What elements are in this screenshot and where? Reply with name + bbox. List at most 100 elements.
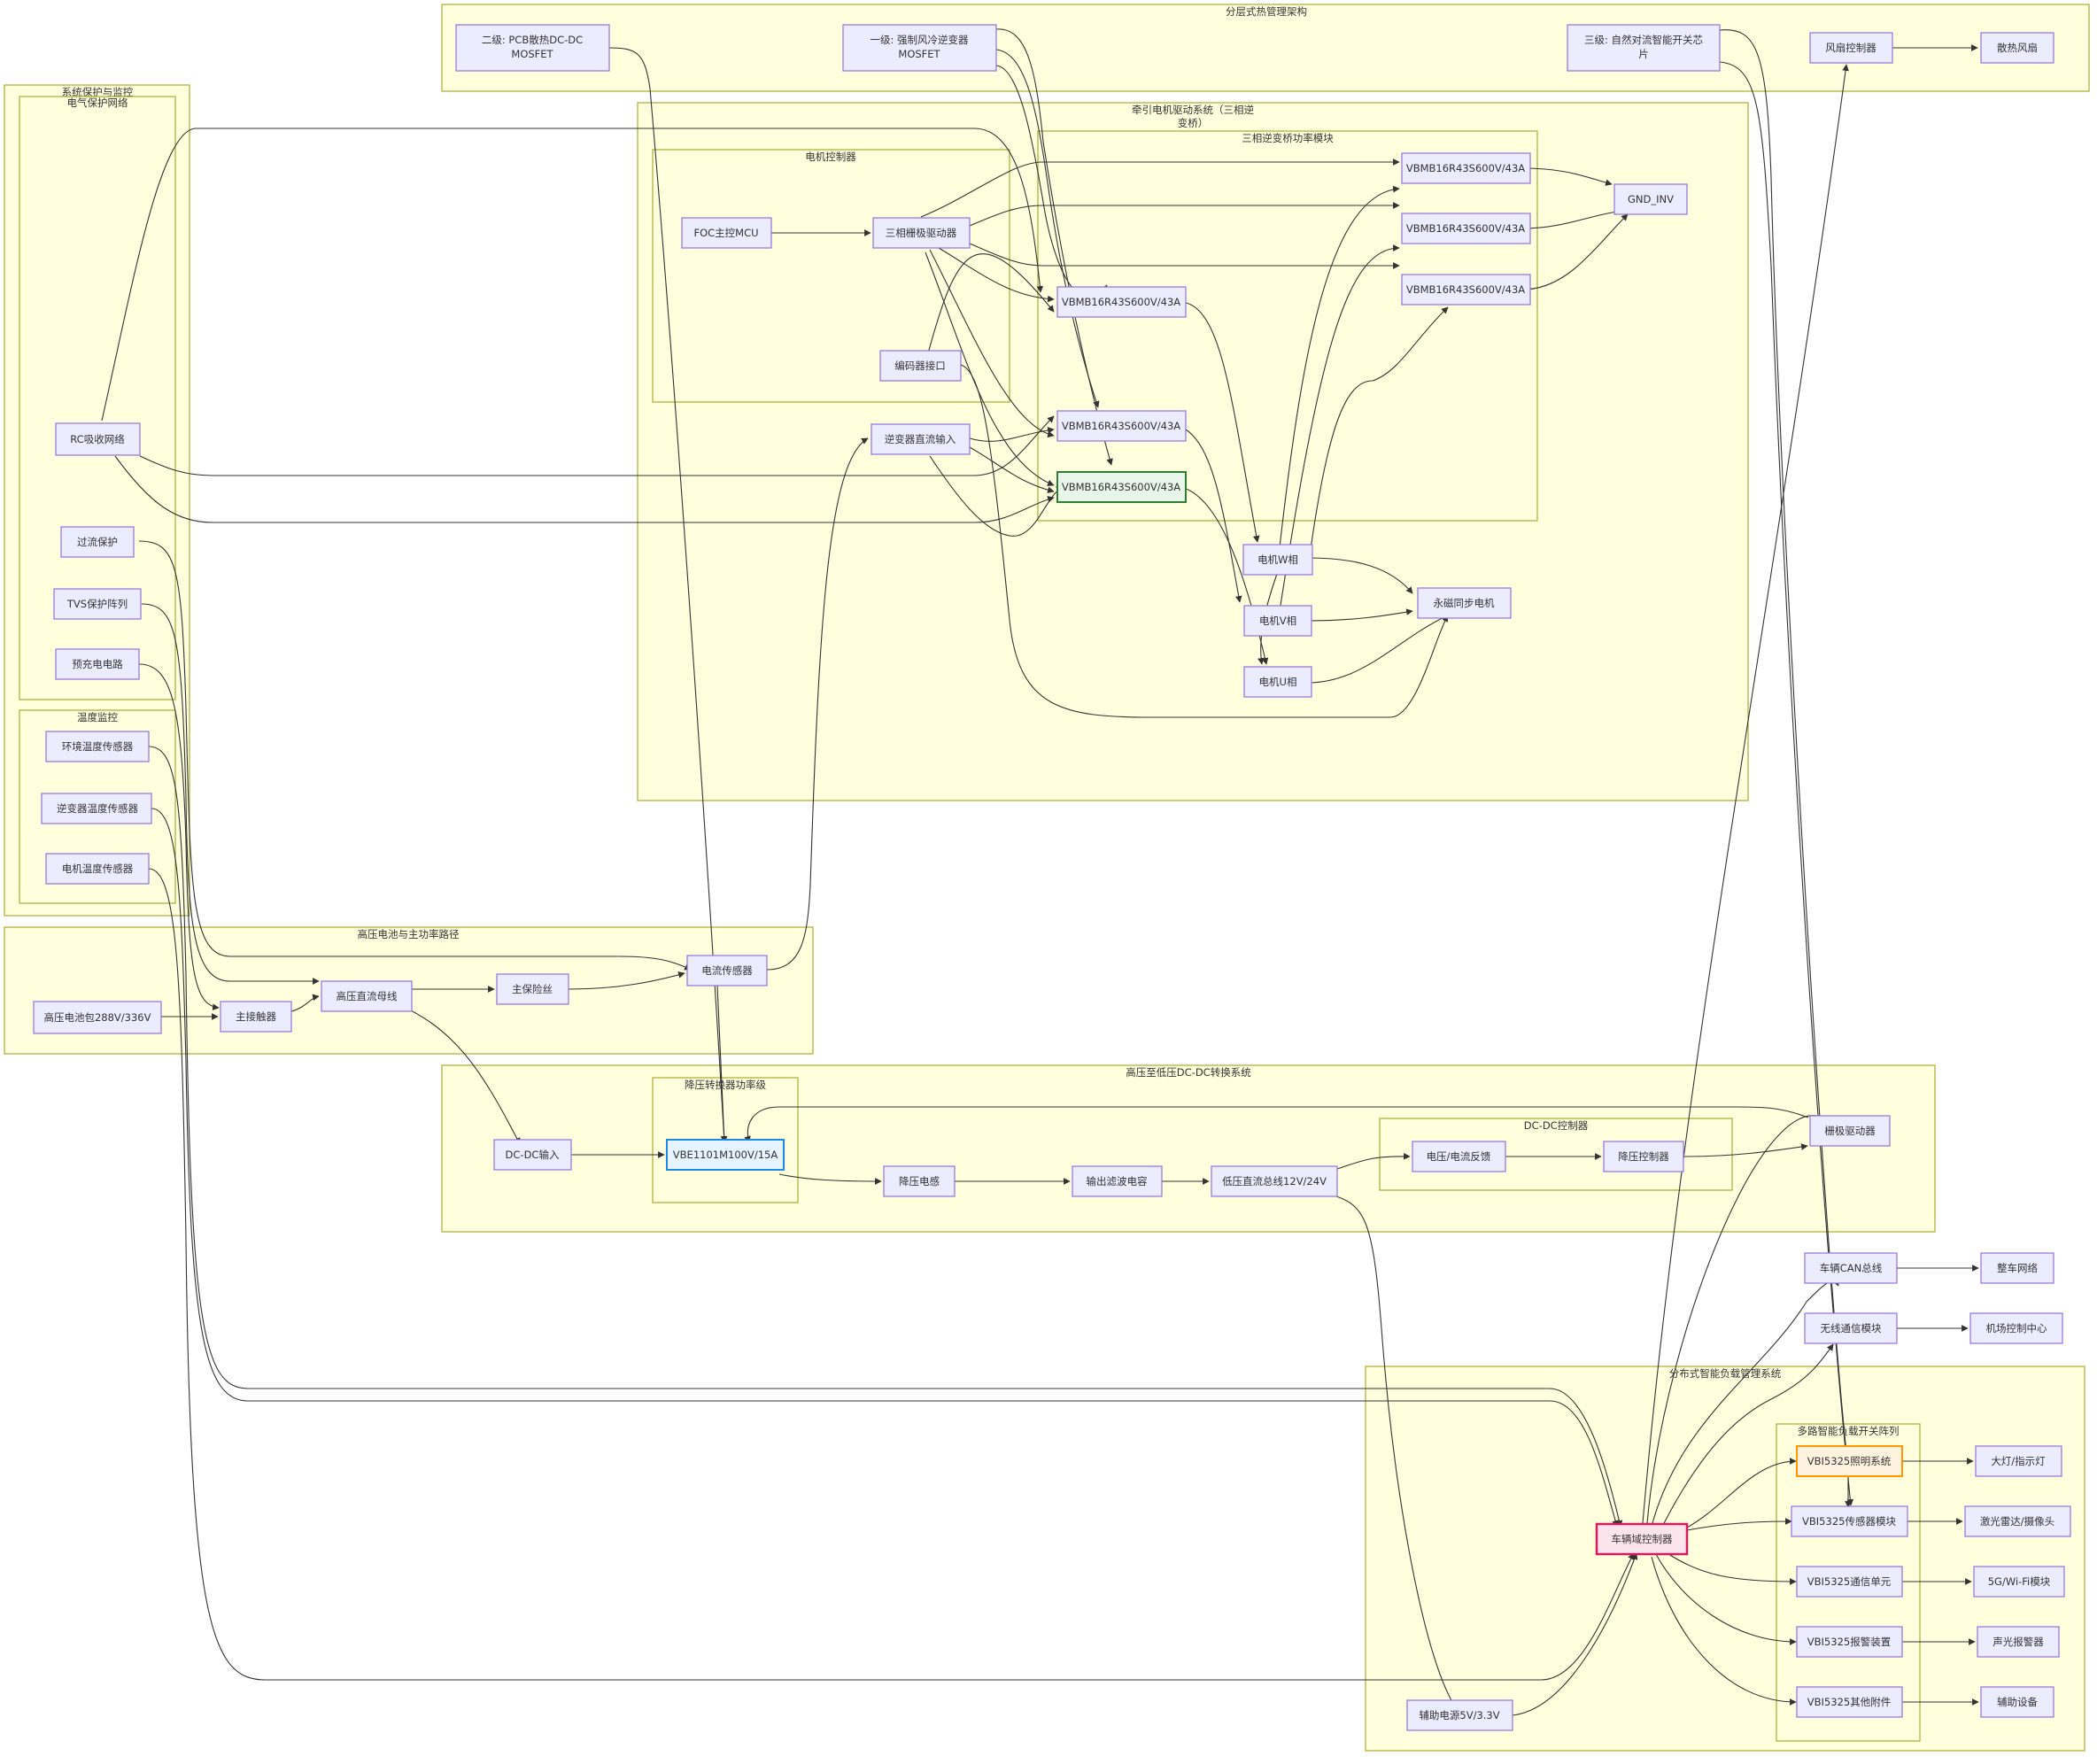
- node-rc-snubber[interactable]: RC吸收网络: [55, 422, 141, 456]
- edge-w-qh1: [1279, 185, 1400, 548]
- node-thermal-l1[interactable]: 一级: 强制风冷逆变器 MOSFET: [842, 24, 997, 72]
- node-q-high-b[interactable]: VBMB16R43S600V/43A: [1401, 213, 1531, 244]
- node-siren[interactable]: 声光报警器: [1977, 1626, 2060, 1658]
- node-tvs-label: TVS保护阵列: [66, 598, 128, 610]
- node-motor-temp[interactable]: 电机温度传感器: [45, 853, 150, 885]
- node-vcu[interactable]: 车辆域控制器: [1595, 1522, 1689, 1556]
- node-buck-ctrl-label: 降压控制器: [1618, 1150, 1669, 1163]
- node-inv-dc-in[interactable]: 逆变器直流输入: [871, 423, 971, 455]
- node-foc-mcu[interactable]: FOC主控MCU: [681, 217, 772, 249]
- edge-contactor-bus: [290, 994, 320, 1012]
- cluster-traction-label-1: 牵引电机驱动系统（三相逆: [1132, 104, 1254, 116]
- node-inv-temp[interactable]: 逆变器温度传感器: [41, 793, 152, 824]
- edge-vcu-misc: [1651, 1556, 1797, 1706]
- node-current-sensor[interactable]: 电流传感器: [686, 955, 768, 986]
- node-q-high-c[interactable]: VBMB16R43S600V/43A: [1401, 274, 1531, 306]
- node-q-low-a[interactable]: VBMB16R43S600V/43A: [1056, 286, 1187, 318]
- edge-cs-invdc: [766, 437, 869, 971]
- node-buck-mosfet-label: VBE1101M100V/15A: [673, 1149, 778, 1161]
- node-fan-ctrl[interactable]: 风扇控制器: [1809, 32, 1893, 64]
- node-sw-misc[interactable]: VBI5325其他附件: [1796, 1686, 1903, 1718]
- node-aux-power-label: 辅助电源5V/3.3V: [1419, 1709, 1499, 1721]
- node-precharge[interactable]: 预充电电路: [55, 648, 140, 680]
- node-sw-light[interactable]: VBI5325照明系统: [1796, 1445, 1903, 1477]
- node-out-cap[interactable]: 输出滤波电容: [1072, 1165, 1163, 1197]
- node-gnd-inv-label: GND_INV: [1628, 193, 1674, 205]
- edge-w-pmsm: [1307, 557, 1413, 594]
- node-amb-temp[interactable]: 环境温度传感器: [45, 731, 150, 762]
- node-overcurrent[interactable]: 过流保护: [60, 526, 135, 558]
- node-motor-u[interactable]: 电机U相: [1243, 666, 1312, 698]
- node-rc-snubber-label: RC吸收网络: [70, 433, 125, 445]
- edge-gd-ql1: [938, 247, 1055, 303]
- node-inv-temp-label: 逆变器温度传感器: [57, 802, 138, 815]
- node-thermal-l2-label-2: MOSFET: [511, 48, 553, 60]
- node-motor-w[interactable]: 电机W相: [1242, 544, 1313, 576]
- node-q-low-b[interactable]: VBMB16R43S600V/43A: [1056, 410, 1187, 442]
- node-sw-sensor-label: VBI5325传感器模块: [1802, 1515, 1896, 1528]
- node-q-low-a-label: VBMB16R43S600V/43A: [1062, 296, 1180, 308]
- node-buck-inductor[interactable]: 降压电感: [883, 1165, 956, 1197]
- node-pmsm[interactable]: 永磁同步电机: [1417, 587, 1512, 619]
- node-main-fuse[interactable]: 主保险丝: [496, 973, 569, 1005]
- node-sw-alarm[interactable]: VBI5325报警装置: [1796, 1626, 1903, 1658]
- edge-amb-vcu: [148, 746, 1623, 1528]
- edge-gd-qh2: [969, 202, 1400, 227]
- edge-invdc-loop: [929, 455, 1064, 537]
- node-lv-bus-label: 低压直流总线12V/24V: [1222, 1175, 1327, 1188]
- node-dcdc-in[interactable]: DC-DC输入: [493, 1139, 572, 1171]
- node-q-low-c[interactable]: VBMB16R43S600V/43A: [1056, 471, 1187, 503]
- node-vcu-label: 车辆域控制器: [1612, 1533, 1673, 1545]
- edge-vcu-fan: [1642, 64, 1849, 1524]
- node-encoder[interactable]: 编码器接口: [879, 350, 962, 382]
- edge-enc-qh: [925, 253, 1055, 364]
- node-buck-ctrl[interactable]: 降压控制器: [1603, 1141, 1684, 1172]
- node-buck-inductor-label: 降压电感: [899, 1175, 940, 1188]
- node-5g[interactable]: 5G/Wi-Fi模块: [1973, 1566, 2065, 1598]
- node-motor-v[interactable]: 电机V相: [1243, 605, 1312, 637]
- node-wireless[interactable]: 无线通信模块: [1804, 1312, 1898, 1344]
- node-lv-bus[interactable]: 低压直流总线12V/24V: [1211, 1165, 1338, 1197]
- node-fan-label: 散热风扇: [1997, 42, 2038, 54]
- node-vi-feedback[interactable]: 电压/电流反馈: [1412, 1141, 1506, 1172]
- edge-v-pmsm: [1307, 608, 1413, 622]
- node-motor-u-label: 电机U相: [1259, 676, 1297, 688]
- edge-cs-buck: [716, 985, 728, 1143]
- node-airport-center[interactable]: 机场控制中心: [1969, 1312, 2063, 1344]
- edge-enc-pmsm: [960, 364, 1449, 718]
- node-thermal-l3[interactable]: 三级: 自然对流智能开关芯 片: [1567, 24, 1721, 72]
- node-gnd-inv[interactable]: GND_INV: [1613, 183, 1688, 215]
- edge-vcu-alarm: [1655, 1553, 1797, 1645]
- node-fan[interactable]: 散热风扇: [1980, 32, 2054, 64]
- node-thermal-l1-label-2: MOSFET: [898, 48, 940, 60]
- edge-l3-light: [1719, 29, 1850, 1453]
- node-dcdc-in-label: DC-DC输入: [506, 1149, 560, 1161]
- node-can-bus[interactable]: 车辆CAN总线: [1804, 1252, 1898, 1284]
- node-vehicle-net-label: 整车网络: [1997, 1262, 2038, 1274]
- node-hv-bus[interactable]: 高压直流母线: [321, 980, 413, 1012]
- cluster-motor-ctrl-label: 电机控制器: [805, 151, 856, 163]
- node-lidar-label: 激光雷达/摄像头: [1980, 1515, 2054, 1528]
- cluster-elec-protect-label: 电气保护网络: [67, 97, 128, 109]
- node-hv-battery[interactable]: 高压电池包288V/336V: [33, 1001, 162, 1034]
- node-gate-drv[interactable]: 栅极驱动器: [1809, 1115, 1891, 1147]
- node-vehicle-net[interactable]: 整车网络: [1980, 1252, 2054, 1284]
- node-buck-mosfet[interactable]: VBE1101M100V/15A: [666, 1139, 785, 1171]
- node-gate-drv-label: 栅极驱动器: [1824, 1125, 1876, 1137]
- node-aux-dev[interactable]: 辅助设备: [1980, 1686, 2054, 1718]
- node-gate-drv3[interactable]: 三相栅极驱动器: [872, 217, 971, 249]
- edge-pre-contactor: [138, 663, 220, 1011]
- node-sw-sensor[interactable]: VBI5325传感器模块: [1791, 1505, 1908, 1537]
- node-tvs[interactable]: TVS保护阵列: [53, 588, 142, 620]
- edge-buck-ind: [778, 1173, 882, 1185]
- node-sw-comm[interactable]: VBI5325通信单元: [1796, 1566, 1903, 1598]
- node-headlight[interactable]: 大灯/指示灯: [1975, 1445, 2062, 1477]
- node-thermal-l2[interactable]: 二级: PCB散热DC-DC MOSFET: [455, 24, 610, 72]
- node-lidar[interactable]: 激光雷达/摄像头: [1964, 1505, 2071, 1537]
- node-sw-alarm-label: VBI5325报警装置: [1807, 1636, 1891, 1648]
- node-q-high-a[interactable]: VBMB16R43S600V/43A: [1401, 152, 1531, 184]
- node-main-contactor[interactable]: 主接触器: [220, 1001, 292, 1033]
- node-aux-power[interactable]: 辅助电源5V/3.3V: [1406, 1699, 1513, 1731]
- edge-lv-vi: [1336, 1152, 1411, 1170]
